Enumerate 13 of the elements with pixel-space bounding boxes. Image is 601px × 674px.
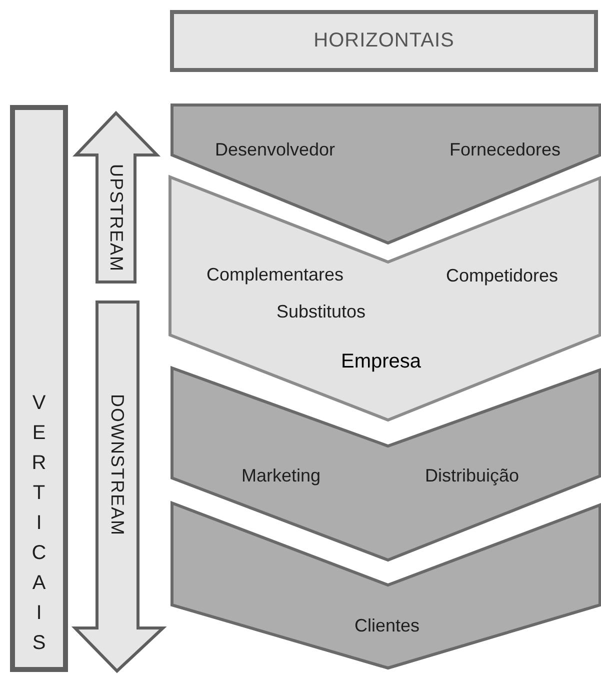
band-label: Distribuição bbox=[424, 466, 520, 486]
band-label: Substitutos bbox=[276, 302, 366, 322]
band-label: Fornecedores bbox=[449, 140, 561, 160]
band-title: Empresa bbox=[340, 350, 422, 374]
band-label: Marketing bbox=[241, 466, 321, 486]
vertical-label: VERTICAIS bbox=[32, 391, 46, 656]
arrow-label: DOWNSTREAM bbox=[106, 394, 128, 536]
heading-label: HORIZONTAIS bbox=[314, 30, 454, 52]
arrow-label: UPSTREAM bbox=[106, 164, 126, 272]
band-label: Competidores bbox=[446, 266, 558, 286]
band-label: Desenvolvedor bbox=[214, 140, 336, 160]
band-label: Complementares bbox=[206, 264, 344, 286]
band-label: Clientes bbox=[354, 616, 420, 636]
